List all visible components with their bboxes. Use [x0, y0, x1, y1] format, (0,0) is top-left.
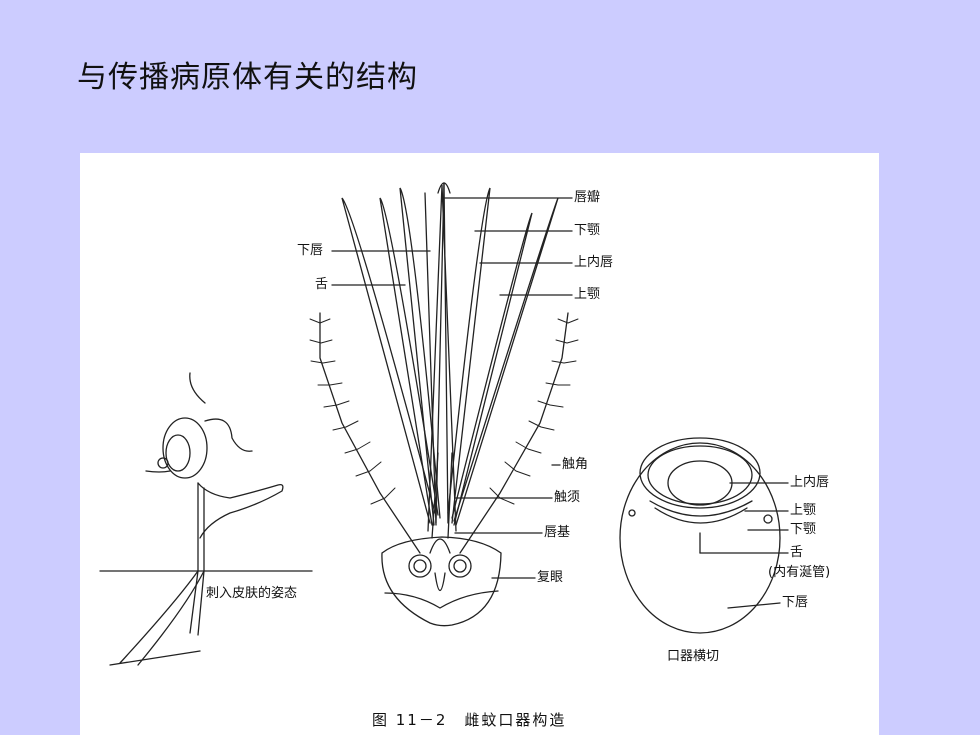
antenna-hairs	[309, 318, 579, 505]
label-cross-section-title: 口器横切	[667, 649, 720, 664]
label-mandible: 上颚	[574, 287, 601, 302]
label-palp: 触须	[554, 490, 581, 505]
label-maxilla: 下颚	[574, 223, 601, 238]
mosquito-mouthparts-figure: 唇瓣 下颚 下唇 上内唇 舌 上颚 触角 触须 唇基 复眼 刺入皮肤的姿态 上内…	[80, 153, 879, 735]
piercing-posture-illustration	[99, 372, 313, 666]
label-compound-eye: 复眼	[537, 570, 564, 585]
figure-caption: 图 11－2 雌蚊口器构造	[372, 711, 567, 729]
label-tongue-left: 舌	[315, 277, 329, 292]
label-antenna: 触角	[562, 457, 589, 472]
label-cs-tongue: 舌	[790, 545, 804, 560]
label-lower-lip-left: 下唇	[297, 243, 324, 258]
label-clypeus: 唇基	[544, 525, 571, 540]
label-labrum: 上内唇	[574, 255, 614, 270]
label-piercing-posture: 刺入皮肤的姿态	[206, 586, 298, 601]
label-cs-labrum: 上内唇	[790, 475, 830, 490]
label-cs-salivary-note: (内有涎管)	[768, 565, 831, 580]
label-cs-maxilla: 下颚	[790, 522, 817, 537]
label-labella: 唇瓣	[574, 190, 601, 205]
cross-section-illustration	[619, 437, 789, 634]
slide-title: 与传播病原体有关的结构	[77, 60, 418, 95]
label-cs-mandible: 上颚	[790, 503, 817, 518]
mosquito-head-illustration	[319, 182, 573, 627]
label-cs-lower-lip: 下唇	[782, 595, 809, 610]
mouthparts-drawing	[99, 182, 789, 666]
